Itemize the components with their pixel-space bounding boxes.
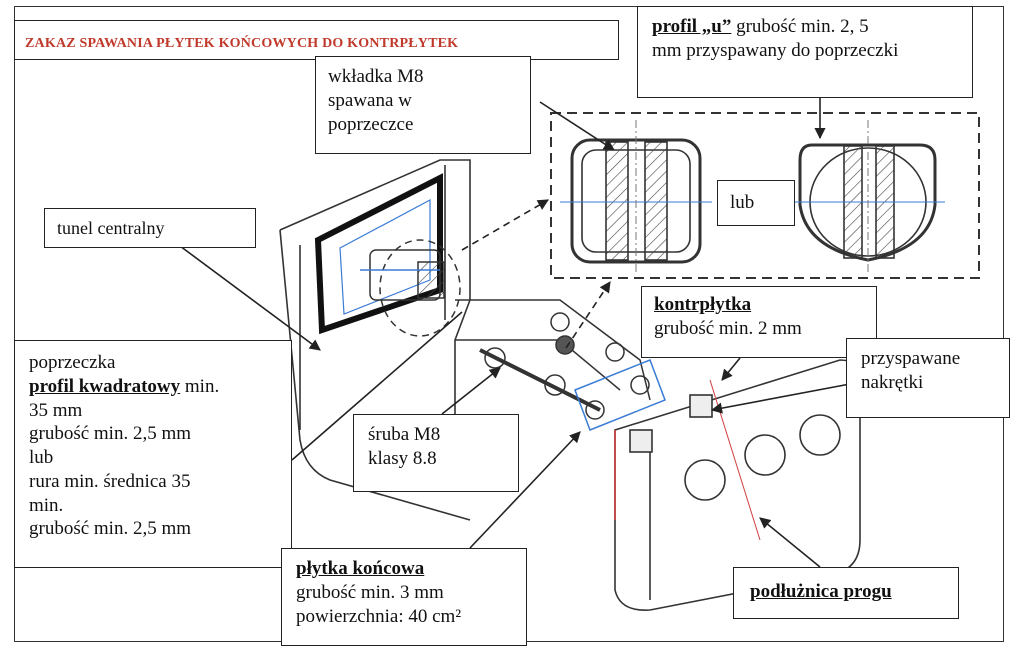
label-text: grubość min. 3 mm bbox=[296, 581, 444, 603]
label-text: powierzchnia: 40 cm² bbox=[296, 605, 462, 627]
page-title: ZAKAZ SPAWANIA PŁYTEK KOŃCOWYCH DO KONTR… bbox=[25, 36, 459, 51]
label-text: lub bbox=[730, 192, 755, 213]
section-detail-drawing bbox=[550, 112, 980, 279]
label-text: rura min. średnica 35 bbox=[29, 470, 191, 492]
label-bolt-m8: śruba M8 klasy 8.8 bbox=[353, 414, 519, 492]
label-bold: profil „u” bbox=[652, 16, 732, 37]
label-u-profile: profil „u” grubość min. 2, 5 mm przyspaw… bbox=[637, 6, 973, 98]
label-end-plate: płytka końcowa grubość min. 3 mm powierz… bbox=[281, 548, 527, 646]
label-line: kontrpłytka bbox=[654, 293, 864, 317]
insert-detail-drawing bbox=[360, 239, 461, 337]
label-text: grubość min. 2 mm bbox=[654, 317, 802, 339]
label-line: profil „u” grubość min. 2, 5 bbox=[652, 15, 958, 39]
label-text: grubość min. 2, 5 bbox=[731, 16, 869, 37]
label-text: klasy 8.8 bbox=[368, 447, 437, 469]
label-text: mm przyspawany do poprzeczki bbox=[652, 39, 899, 61]
label-text: grubość min. 2,5 mm bbox=[29, 423, 192, 445]
label-text: grubość min. 2,5 mm bbox=[29, 518, 192, 540]
title-box: ZAKAZ SPAWANIA PŁYTEK KOŃCOWYCH DO KONTR… bbox=[14, 20, 619, 60]
label-bold: kontrpłytka bbox=[654, 294, 752, 315]
label-text: poprzeczce bbox=[328, 113, 414, 135]
label-text: 35 mm bbox=[29, 399, 83, 421]
label-text: min. bbox=[180, 375, 220, 397]
label-or: lub bbox=[717, 180, 795, 226]
label-text: śruba M8 bbox=[368, 424, 441, 445]
label-bold: podłużnica progu bbox=[750, 581, 892, 602]
label-text: wkładka M8 bbox=[328, 66, 424, 87]
label-sill-member: podłużnica progu bbox=[733, 567, 959, 619]
label-central-tunnel: tunel centralny bbox=[44, 208, 256, 248]
label-bold: płytka końcowa bbox=[296, 558, 425, 579]
label-text: nakrętki bbox=[861, 371, 924, 393]
label-text: poprzeczka bbox=[29, 352, 116, 373]
label-text: min. bbox=[29, 494, 64, 516]
label-text: lub bbox=[29, 447, 54, 468]
label-line: płytka końcowa bbox=[296, 557, 512, 581]
label-text: tunel centralny bbox=[57, 218, 165, 238]
label-insert-m8: wkładka M8 spawana w poprzeczce bbox=[315, 56, 531, 154]
label-welded-nuts: przyspawane nakrętki bbox=[846, 338, 1010, 418]
label-crossbar: poprzeczka profil kwadratowy min. 35 mm … bbox=[14, 340, 292, 568]
label-bold: profil kwadratowy bbox=[29, 375, 181, 397]
label-line: profil kwadratowy min. bbox=[29, 375, 277, 399]
label-counter-plate: kontrpłytka grubość min. 2 mm bbox=[641, 286, 877, 358]
label-text: przyspawane bbox=[861, 348, 961, 369]
crossbar-drawing bbox=[455, 299, 666, 431]
label-text: spawana w bbox=[328, 89, 412, 111]
leader-arrows bbox=[179, 98, 851, 568]
